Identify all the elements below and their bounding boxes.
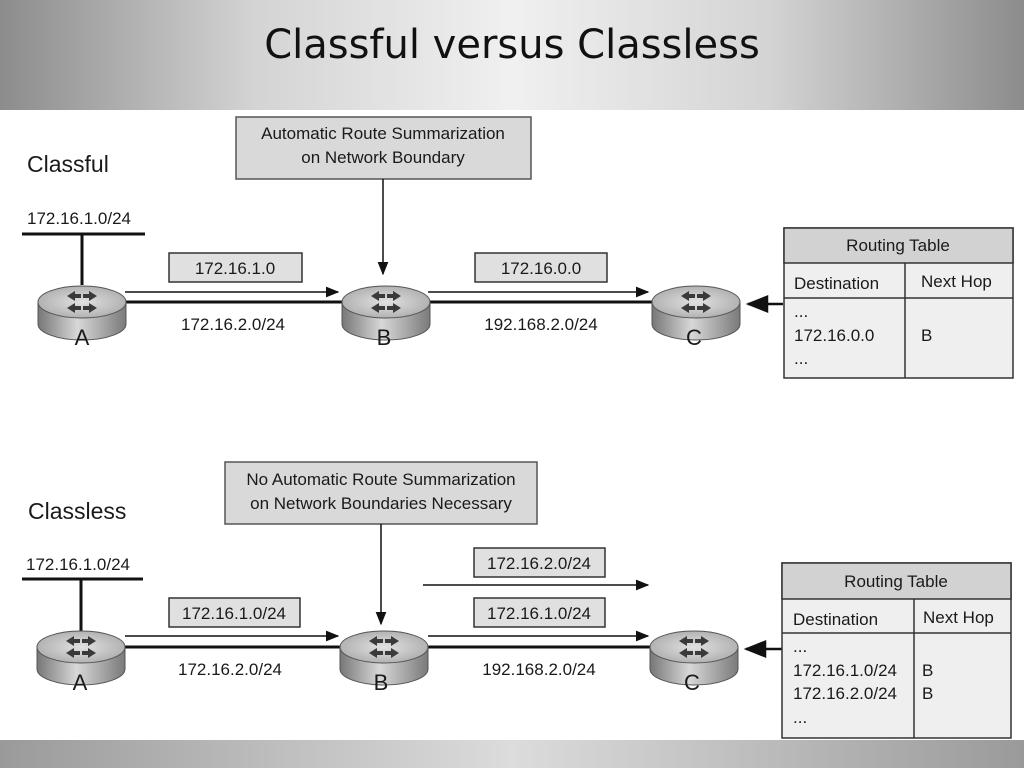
classful-link-ab-subnet: 172.16.2.0/24 <box>181 315 285 334</box>
classful-callout-line-2: on Network Boundary <box>301 148 465 167</box>
classful-section-label: Classful <box>27 151 109 177</box>
classful-router-b-label: B <box>377 325 392 350</box>
classless-routing-table-header-destination: Destination <box>793 610 878 629</box>
classless-link-bc-subnet: 192.168.2.0/24 <box>482 660 595 679</box>
classless-lan-subnet: 172.16.1.0/24 <box>26 555 130 574</box>
slide-header <box>0 0 1024 110</box>
classful-routing-table-header-next-hop: Next Hop <box>921 272 992 291</box>
classful-routing-table-cell: 172.16.0.0 <box>794 326 874 345</box>
network-diagram: Classful Automatic Route Summarization o… <box>22 116 1014 739</box>
classful-update-box-ab <box>168 252 303 283</box>
classful-callout-line-1: Automatic Route Summarization <box>261 124 505 143</box>
classful-routing-table-cell: ... <box>794 302 808 321</box>
classless-routing-table-cell: 172.16.1.0/24 <box>793 661 897 680</box>
classless-routing-table-cell: 172.16.2.0/24 <box>793 684 897 703</box>
classless-routing-table-header-next-hop: Next Hop <box>923 608 994 627</box>
classless-routing-table-cell: ... <box>793 637 807 656</box>
classless-routing-table-title: Routing Table <box>844 572 948 591</box>
classful-link-bc-subnet: 192.168.2.0/24 <box>484 315 597 334</box>
classless-routing-table-cell: B <box>922 684 933 703</box>
classless-callout-line-1: No Automatic Route Summarization <box>246 470 515 489</box>
classful-router-c-label: C <box>686 325 702 350</box>
classful-lan-subnet: 172.16.1.0/24 <box>27 209 131 228</box>
classful-routing-table-header-destination: Destination <box>794 274 879 293</box>
classful-update-label-ab: 172.16.1.0 <box>195 259 275 278</box>
classless-router-c-label: C <box>684 670 700 695</box>
classless-update-box-bc-lower <box>473 597 606 628</box>
classless-callout-line-2: on Network Boundaries Necessary <box>250 494 512 513</box>
classless-link-ab-subnet: 172.16.2.0/24 <box>178 660 282 679</box>
classless-routing-table-cell: ... <box>793 708 807 727</box>
slide-title: Classful versus Classless <box>264 22 760 68</box>
classless-routing-table: Routing Table Destination Next Hop ... 1… <box>781 562 1012 739</box>
classless-update-label-bc-upper: 172.16.2.0/24 <box>487 554 591 573</box>
classful-routing-table: Routing Table Destination Next Hop ... 1… <box>783 227 1014 379</box>
classless-update-box-bc-upper <box>473 547 606 578</box>
classful-routing-table-title: Routing Table <box>846 236 950 255</box>
classless-routing-table-cell: B <box>922 661 933 680</box>
classless-update-box-ab <box>168 597 301 628</box>
classful-update-label-bc: 172.16.0.0 <box>501 259 581 278</box>
classless-router-b-label: B <box>374 670 389 695</box>
classful-router-a-label: A <box>75 325 90 350</box>
classless-update-label-ab: 172.16.1.0/24 <box>182 604 286 623</box>
classless-callout-box <box>224 461 538 525</box>
classful-routing-table-cell: ... <box>794 349 808 368</box>
classless-section-label: Classless <box>28 498 126 524</box>
slide-footer <box>0 740 1024 768</box>
classless-update-label-bc-lower: 172.16.1.0/24 <box>487 604 591 623</box>
classful-update-box-bc <box>474 252 608 283</box>
classful-routing-table-cell: B <box>921 326 932 345</box>
classless-router-a-label: A <box>73 670 88 695</box>
